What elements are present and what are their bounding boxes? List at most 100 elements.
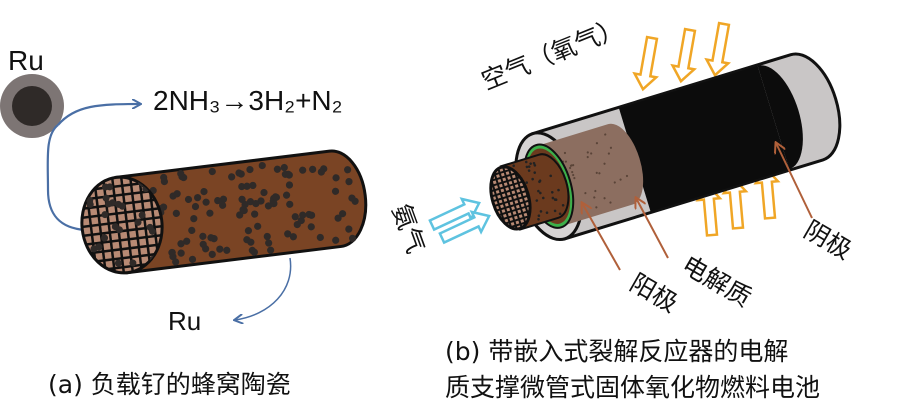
ru-dot bbox=[216, 245, 224, 253]
ru-dot bbox=[238, 195, 246, 203]
ru-dot bbox=[246, 165, 254, 174]
ru-dot bbox=[332, 236, 340, 244]
cathode-pointer bbox=[776, 143, 813, 219]
ammonia-label: 氨气 bbox=[386, 200, 430, 257]
ru-dot bbox=[219, 201, 227, 209]
ru-dot bbox=[238, 182, 246, 191]
ru-dot bbox=[289, 233, 297, 241]
ru-dot bbox=[252, 199, 260, 208]
ru-dot bbox=[267, 246, 275, 254]
ru-dot bbox=[316, 233, 324, 242]
ru-dot bbox=[273, 165, 282, 173]
ru-dot bbox=[345, 178, 353, 186]
caption-b-line2: 质支撑微管式固体氧化物燃料电池 bbox=[445, 373, 820, 402]
ru-dot bbox=[331, 187, 340, 195]
ru-dot bbox=[199, 232, 207, 240]
ru-dot bbox=[190, 215, 198, 223]
ru-dot bbox=[172, 209, 180, 217]
ru-dot bbox=[258, 161, 266, 170]
ru-dot bbox=[270, 200, 278, 208]
ru-dot bbox=[247, 238, 255, 246]
electrolyte-pointer bbox=[636, 198, 669, 259]
ru-dot bbox=[172, 258, 180, 266]
ru-dot bbox=[339, 210, 347, 218]
ru-dot bbox=[271, 193, 280, 201]
ru-dot bbox=[334, 214, 342, 222]
ru-dot bbox=[317, 168, 325, 176]
ru-dot bbox=[236, 211, 244, 219]
ru-dot bbox=[345, 225, 353, 233]
ru-dot bbox=[183, 237, 191, 245]
ru-dot bbox=[184, 195, 193, 204]
caption-b-line1: (b) 带嵌入式裂解反应器的电解 bbox=[445, 337, 788, 366]
air-arrow-down-icon bbox=[670, 27, 697, 84]
ru-dot bbox=[254, 222, 262, 230]
cathode-layer bbox=[618, 65, 790, 212]
ammonia-arrow-icon bbox=[438, 210, 491, 245]
panel-a: Ru 2NH₃→3H₂+N₂ Ru (a) 负载钌的蜂窝陶瓷 bbox=[0, 45, 368, 399]
panel-b: 空气（氧气） 氨气 阳极 电解质 bbox=[386, 12, 856, 402]
ru-dot bbox=[285, 171, 293, 179]
caption-a: (a) 负载钌的蜂窝陶瓷 bbox=[48, 370, 291, 399]
ru-dot bbox=[214, 197, 222, 205]
ru-dot bbox=[305, 210, 313, 219]
ru-dot bbox=[207, 234, 215, 242]
ru-dot bbox=[291, 213, 299, 221]
air-label: 空气（氧气） bbox=[477, 12, 627, 95]
ru-dot bbox=[250, 248, 258, 256]
ru-dot bbox=[299, 166, 307, 174]
ru-dot bbox=[263, 232, 271, 241]
ru-dot bbox=[177, 240, 185, 248]
ru-dot bbox=[235, 169, 243, 177]
ru-particle-icon bbox=[0, 74, 64, 138]
ru-dot bbox=[208, 250, 216, 258]
ru-pointer-arrow bbox=[235, 257, 292, 320]
ru-dot bbox=[173, 190, 181, 198]
ru-dot bbox=[280, 163, 288, 172]
honeycomb-ceramic bbox=[76, 149, 368, 278]
cathode-label: 阴极 bbox=[799, 215, 857, 265]
ru-dot bbox=[265, 239, 273, 247]
ru-dot bbox=[193, 194, 202, 202]
ru-dot bbox=[177, 249, 185, 257]
ammonia-arrow-icon bbox=[428, 197, 481, 232]
ru-dot bbox=[199, 240, 207, 248]
ru-dot bbox=[208, 167, 216, 176]
ru-dot bbox=[177, 169, 185, 178]
ru-dot bbox=[332, 174, 340, 182]
ru-dot bbox=[188, 255, 197, 263]
ammonia-arrows bbox=[428, 197, 491, 245]
ru-dot bbox=[251, 210, 259, 218]
ru-dot bbox=[348, 194, 356, 202]
ru-dot bbox=[344, 166, 352, 174]
air-arrows-down bbox=[632, 21, 731, 92]
flow-arrow-to-reaction bbox=[57, 104, 140, 126]
ru-dot bbox=[299, 211, 307, 219]
ru-dot bbox=[168, 249, 176, 257]
air-arrow-down-icon bbox=[632, 35, 659, 92]
ru-dot bbox=[260, 188, 268, 197]
ru-dot bbox=[200, 187, 208, 196]
reactor-mesh bbox=[483, 162, 538, 234]
anode-pointer bbox=[582, 203, 621, 271]
ru-dot bbox=[160, 177, 169, 186]
ru-dot bbox=[206, 209, 214, 217]
ru-particle-label: Ru bbox=[8, 45, 44, 76]
ru-dot bbox=[285, 181, 294, 189]
ru-dot bbox=[191, 202, 200, 211]
ru-dot bbox=[219, 195, 228, 203]
reaction-equation: 2NH₃→3H₂+N₂ bbox=[153, 85, 343, 116]
ru-dot bbox=[202, 198, 210, 206]
ru-dot bbox=[243, 182, 251, 190]
flow-arrow-to-ceramic bbox=[46, 124, 86, 232]
ru-dot bbox=[307, 223, 315, 231]
ru-dot bbox=[223, 246, 231, 254]
ru-dot bbox=[284, 230, 292, 238]
ru-dot bbox=[249, 181, 257, 190]
ru-dot bbox=[244, 227, 253, 235]
ru-dot-label: Ru bbox=[168, 306, 201, 336]
electrolyte-label: 电解质 bbox=[677, 250, 756, 313]
air-arrow-down-icon bbox=[704, 21, 731, 78]
ru-dot bbox=[188, 226, 196, 234]
